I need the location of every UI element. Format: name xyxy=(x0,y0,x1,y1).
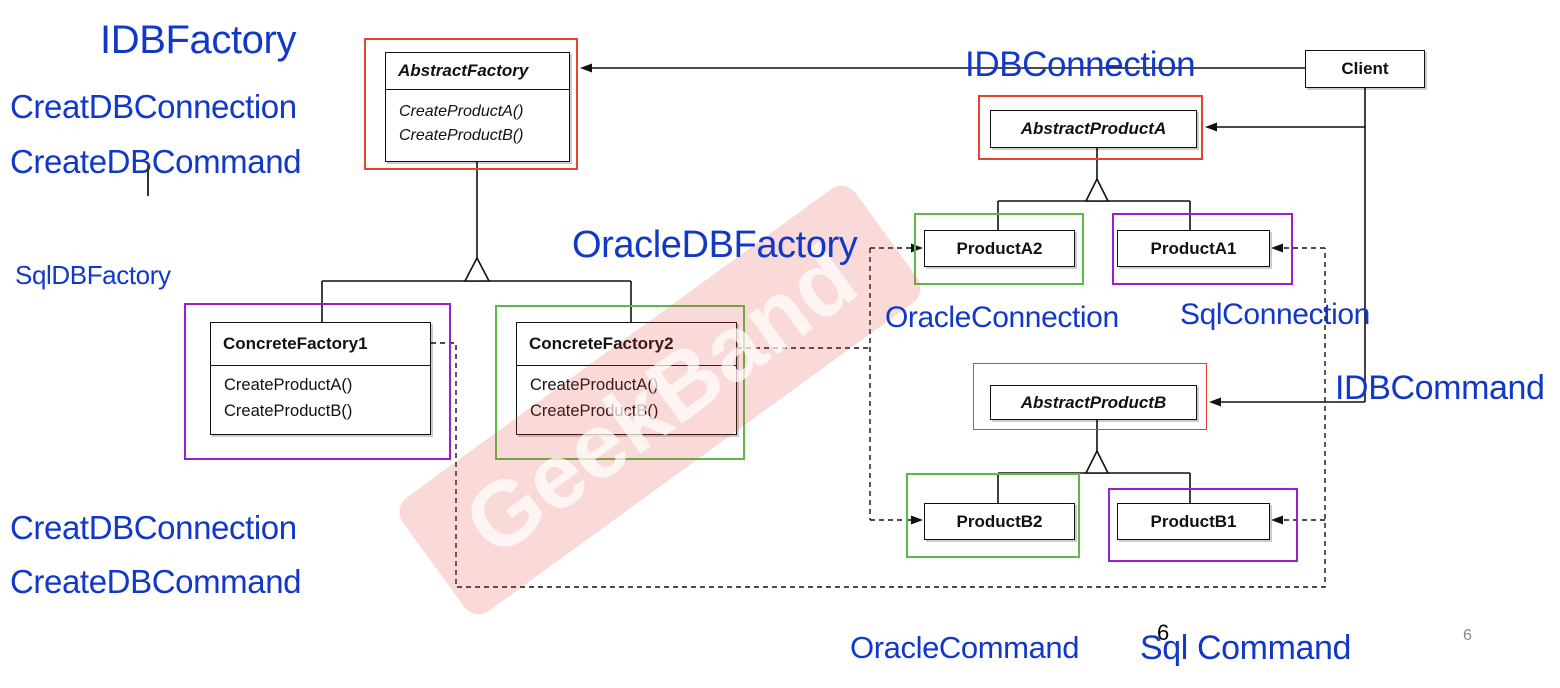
concrete-factory-2-method-a: CreateProductA() xyxy=(530,376,659,394)
arrowhead-abstract-product-a xyxy=(1205,122,1217,132)
concrete-factory-2-name: ConcreteFactory2 xyxy=(529,334,674,353)
concrete-factory-2-header: ConcreteFactory2 xyxy=(517,323,736,366)
product-b2-name: ProductB2 xyxy=(956,511,1043,531)
concrete-factory-1-header: ConcreteFactory1 xyxy=(211,323,430,366)
highlight-product-b2 xyxy=(906,473,1080,558)
highlight-product-a1 xyxy=(1112,213,1293,285)
product-b1-class: ProductB1 xyxy=(1117,503,1270,540)
inheritance-triangle-product-a xyxy=(1084,177,1110,202)
annotation-idb-connection: IDBConnection xyxy=(965,45,1196,84)
product-a2-name: ProductA2 xyxy=(956,238,1043,258)
abstract-product-b-name: AbstractProductB xyxy=(1020,392,1167,412)
annotation-idb-factory: IDBFactory xyxy=(100,18,297,62)
annotation-oracle-db-factory: OracleDBFactory xyxy=(572,224,858,266)
inheritance-triangle-product-b xyxy=(1084,449,1110,474)
arrowhead-product-b2 xyxy=(911,515,923,525)
highlight-concrete-factory-1 xyxy=(184,303,451,460)
arrowhead-abstract-product-b xyxy=(1209,397,1221,407)
annotation-sql-command: Sql Command xyxy=(1140,629,1352,667)
abstract-factory-methods: CreateProductA() CreateProductB() xyxy=(386,90,569,148)
footer-page-number: 6 xyxy=(1463,627,1472,644)
abstract-factory-method-a: CreateProductA() xyxy=(399,103,524,120)
slide-number: 6 xyxy=(1157,620,1170,645)
highlight-product-a2 xyxy=(914,213,1084,285)
concrete-factory-2-method-b: CreateProductB() xyxy=(530,402,659,420)
abstract-product-a-name: AbstractProductA xyxy=(1020,119,1167,138)
concrete-factory-1-name: ConcreteFactory1 xyxy=(223,334,368,353)
annotation-oracle-connection: OracleConnection xyxy=(885,301,1119,334)
concrete-factory-2-methods: CreateProductA() CreateProductB() xyxy=(517,366,736,424)
inheritance-triangle-factory xyxy=(463,256,491,282)
highlight-abstract-factory xyxy=(364,38,578,170)
product-b2-class: ProductB2 xyxy=(924,503,1075,540)
product-a1-class: ProductA1 xyxy=(1117,230,1270,267)
arrowhead-product-b1 xyxy=(1271,515,1283,525)
concrete-factory-1-class: ConcreteFactory1 CreateProductA() Create… xyxy=(210,322,431,435)
concrete-factory-1-method-a: CreateProductA() xyxy=(224,376,353,394)
concrete-factory-1-method-b: CreateProductB() xyxy=(224,402,353,420)
client-class: Client xyxy=(1305,50,1425,88)
annotation-create-connection-top: CreatDBConnection xyxy=(10,88,297,125)
concrete-factory-2-class: ConcreteFactory2 CreateProductA() Create… xyxy=(516,322,737,435)
highlight-product-b1 xyxy=(1108,488,1298,562)
abstract-factory-header: AbstractFactory xyxy=(386,53,569,90)
abstract-product-a-class: AbstractProductA xyxy=(990,110,1197,148)
concrete-factory-1-methods: CreateProductA() CreateProductB() xyxy=(211,366,430,424)
arrowhead-product-a1 xyxy=(1271,243,1283,253)
product-a1-name: ProductA1 xyxy=(1150,238,1237,258)
highlight-abstract-product-a xyxy=(978,95,1203,160)
abstract-factory-method-b: CreateProductB() xyxy=(399,127,524,144)
annotation-sql-connection: SqlConnection xyxy=(1180,298,1370,331)
abstract-factory-name: AbstractFactory xyxy=(398,61,529,80)
highlight-abstract-product-b xyxy=(973,363,1207,430)
annotation-create-command-top: CreateDBCommand xyxy=(10,143,302,180)
product-a2-class: ProductA2 xyxy=(924,230,1075,267)
client-name: Client xyxy=(1341,59,1389,78)
concrete-factory-1-dependency-line xyxy=(431,248,1326,588)
annotation-sql-db-factory: SqlDBFactory xyxy=(15,260,171,290)
abstract-product-b-class: AbstractProductB xyxy=(990,385,1197,420)
text-cursor xyxy=(147,166,149,196)
arrowhead-abstract-factory xyxy=(580,63,592,73)
product-b1-name: ProductB1 xyxy=(1150,511,1237,531)
annotation-idb-command: IDBCommand xyxy=(1335,369,1545,407)
abstract-factory-class: AbstractFactory CreateProductA() CreateP… xyxy=(385,52,570,162)
annotation-oracle-command: OracleCommand xyxy=(850,630,1080,665)
annotation-create-command-bottom: CreateDBCommand xyxy=(10,563,302,600)
annotation-create-connection-bottom: CreatDBConnection xyxy=(10,509,297,546)
highlight-concrete-factory-2 xyxy=(495,305,745,460)
